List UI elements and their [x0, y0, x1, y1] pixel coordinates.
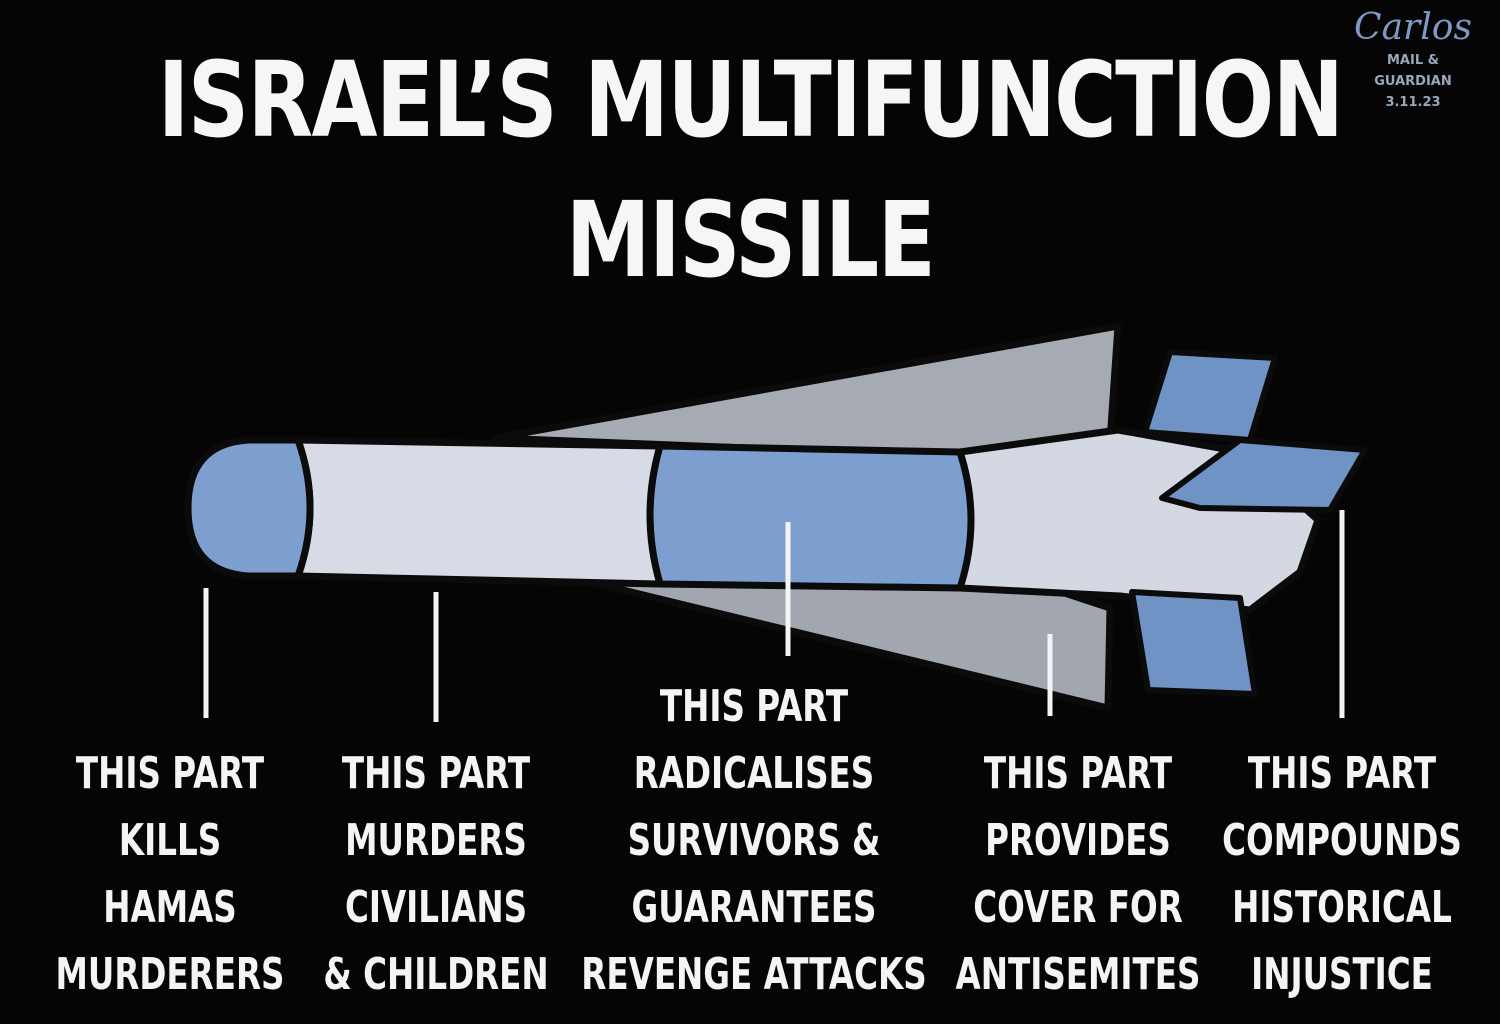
artist-name: Carlos: [1354, 7, 1472, 48]
publication-line-1: MAIL &: [1387, 53, 1439, 68]
label-line: SURVIVORS &: [627, 815, 881, 866]
label-line: PROVIDES: [985, 815, 1171, 866]
label-line: COVER FOR: [973, 882, 1183, 933]
label-line: THIS PART: [659, 681, 849, 732]
missile-upper-tail-fin: [1142, 349, 1278, 443]
label-tail-fins: THIS PART COMPOUNDS HISTORICAL INJUSTICE: [1209, 740, 1475, 1008]
label-middle-section: THIS PART RADICALISES SURVIVORS & GUARAN…: [569, 673, 939, 1008]
label-line: GUARANTEES: [631, 882, 877, 933]
missile-side-tail-fin: [1159, 437, 1368, 513]
missile-nose-cone: [184, 436, 314, 580]
label-line: REVENGE ATTACKS: [581, 949, 927, 1000]
label-line: INJUSTICE: [1251, 949, 1433, 1000]
missile-front-body: [294, 436, 664, 588]
label-line: MURDERS: [345, 815, 527, 866]
label-line: THIS PART: [1247, 748, 1437, 799]
label-line: MURDERERS: [55, 949, 285, 1000]
title-line-2: MISSILE: [565, 179, 936, 301]
label-line: THIS PART: [75, 748, 265, 799]
label-line: THIS PART: [983, 748, 1173, 799]
label-line: CIVILIANS: [344, 882, 528, 933]
label-line: ANTISEMITES: [955, 949, 1201, 1000]
label-line: & CHILDREN: [323, 949, 549, 1000]
missile-lower-tail-fin: [1129, 589, 1258, 697]
label-lower-wing: THIS PART PROVIDES COVER FOR ANTISEMITES: [945, 740, 1211, 1008]
label-nose-cone: THIS PART KILLS HAMAS MURDERERS: [44, 740, 296, 1008]
label-line: HISTORICAL: [1232, 882, 1452, 933]
artist-signature: Carlos MAIL & GUARDIAN 3.11.23: [1348, 6, 1478, 113]
label-line: HAMAS: [103, 882, 237, 933]
label-line: RADICALISES: [633, 748, 875, 799]
title-line-1: ISRAEL’S MULTIFUNCTION: [157, 39, 1344, 161]
label-line: KILLS: [118, 815, 222, 866]
publication-line-2: GUARDIAN: [1374, 74, 1452, 89]
cartoon-title: ISRAEL’S MULTIFUNCTION MISSILE: [135, 30, 1365, 310]
label-front-body: THIS PART MURDERS CIVILIANS & CHILDREN: [310, 740, 562, 1008]
label-line: THIS PART: [341, 748, 531, 799]
publication-date: 3.11.23: [1385, 95, 1441, 110]
missile-middle-section: [646, 442, 975, 592]
label-line: COMPOUNDS: [1222, 815, 1462, 866]
